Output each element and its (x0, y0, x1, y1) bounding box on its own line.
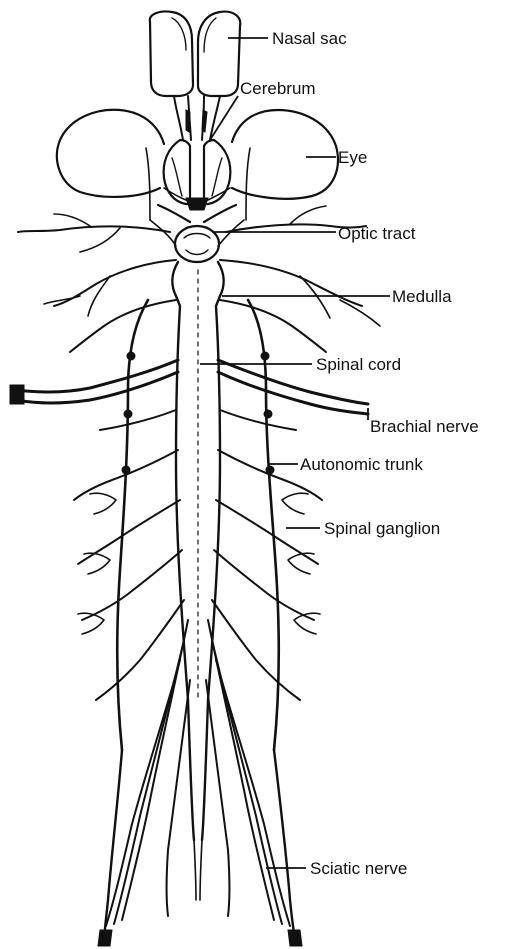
spinal-nerves-right (212, 206, 380, 700)
nasal-sac-drawing (150, 11, 240, 140)
label-eye: Eye (338, 148, 367, 167)
label-brachial-nerve: Brachial nerve (370, 417, 479, 436)
label-autonomic-trunk: Autonomic trunk (300, 455, 423, 474)
labels: Nasal sac Cerebrum Eye Optic tract Medul… (240, 29, 479, 878)
label-optic-tract: Optic tract (338, 224, 416, 243)
label-cerebrum: Cerebrum (240, 79, 316, 98)
spinal-ganglion-drawing (78, 493, 320, 634)
spinal-cord-drawing (172, 262, 223, 900)
label-spinal-cord: Spinal cord (316, 355, 401, 374)
label-medulla: Medulla (392, 287, 452, 306)
cerebrum-drawing (164, 140, 231, 210)
label-nasal-sac: Nasal sac (272, 29, 347, 48)
label-spinal-ganglion: Spinal ganglion (324, 519, 440, 538)
optic-tract-drawing (150, 205, 244, 262)
label-sciatic-nerve: Sciatic nerve (310, 859, 407, 878)
